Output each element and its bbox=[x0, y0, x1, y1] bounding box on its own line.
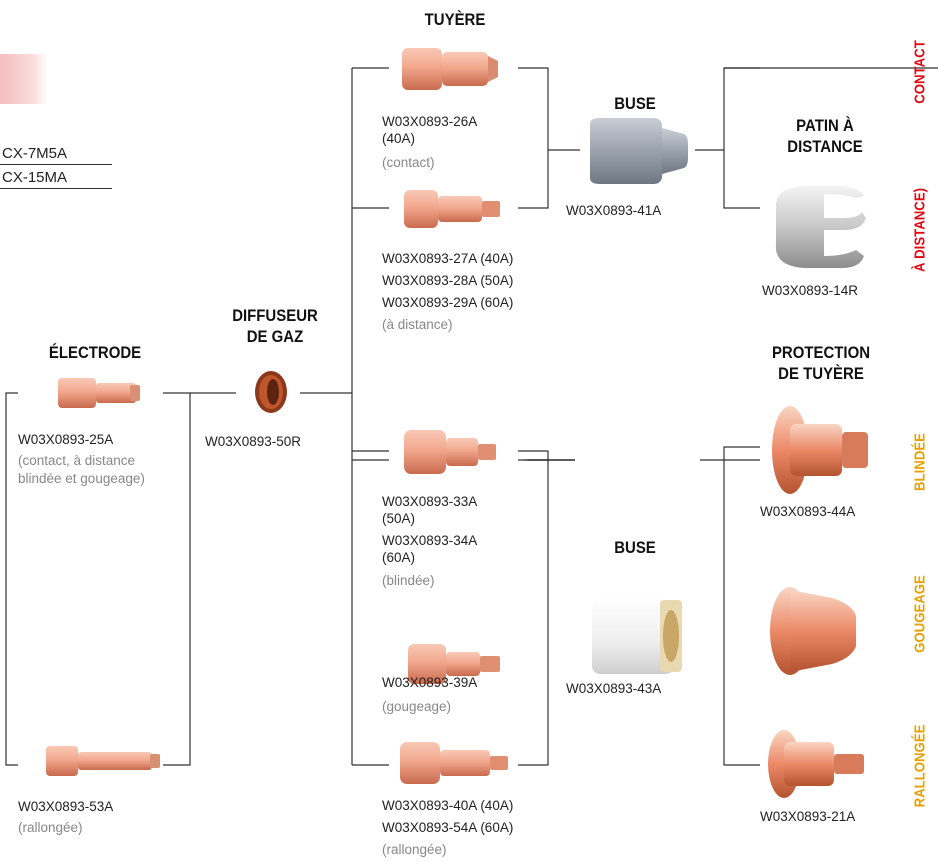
tip-contact-image bbox=[396, 44, 506, 94]
heading-shield-line2: DE TUYÈRE bbox=[755, 364, 887, 384]
heading-nozzle-top: BUSE bbox=[569, 94, 701, 114]
note-electrode-std-2: blindée et gougeage) bbox=[18, 470, 145, 487]
note-tip-gouging: (gougeage) bbox=[382, 698, 451, 715]
shield-extended-image bbox=[762, 726, 874, 802]
pn-tip-extended-1: W03X0893-40A (40A) bbox=[382, 797, 513, 814]
pn-tip-shielded-2: (50A) bbox=[382, 510, 415, 527]
side-label-contact: CONTACT bbox=[912, 40, 929, 104]
pn-tip-shielded-4: (60A) bbox=[382, 549, 415, 566]
pn-nozzle-bottom: W03X0893-43A bbox=[566, 680, 661, 697]
pn-tip-standoff-1: W03X0893-27A (40A) bbox=[382, 250, 513, 267]
pn-electrode-ext: W03X0893-53A bbox=[18, 798, 113, 815]
pn-tip-standoff-2: W03X0893-28A (50A) bbox=[382, 272, 513, 289]
shield-shielded-image bbox=[764, 402, 876, 498]
pn-electrode-std: W03X0893-25A bbox=[18, 431, 113, 448]
side-label-gouging: GOUGEAGE bbox=[912, 575, 929, 653]
electrode-ext-image bbox=[40, 740, 170, 782]
standoff-guide-image bbox=[764, 178, 874, 274]
model-label-1: CX-7M5A bbox=[0, 144, 112, 165]
side-label-shielded: BLINDÉE bbox=[912, 433, 929, 491]
heading-diffuser-line2: DE GAZ bbox=[209, 327, 341, 347]
pn-shield-shielded: W03X0893-44A bbox=[760, 503, 855, 520]
electrode-bracket-right bbox=[163, 393, 190, 765]
tip-shielded-spacer bbox=[400, 442, 510, 482]
note-tip-contact: (contact) bbox=[382, 154, 435, 171]
pn-standoff-guide: W03X0893-14R bbox=[762, 282, 858, 299]
heading-nozzle-bottom: BUSE bbox=[569, 538, 701, 558]
pn-tip-shielded-3: W03X0893-34A bbox=[382, 532, 477, 549]
heading-electrode: ÉLECTRODE bbox=[29, 343, 161, 363]
nozzle-top-image bbox=[584, 114, 694, 188]
tip-standoff-image bbox=[396, 186, 506, 232]
nozzle-bottom-image bbox=[584, 594, 696, 678]
heading-diffuser-line1: DIFFUSEUR bbox=[209, 306, 341, 326]
side-label-standoff: À DISTANCE) bbox=[912, 188, 929, 272]
pn-tip-standoff-3: W03X0893-29A (60A) bbox=[382, 294, 513, 311]
model-label-2: CX-15MA bbox=[0, 168, 112, 189]
pn-shield-extended: W03X0893-21A bbox=[760, 808, 855, 825]
heading-standoff-line2: DISTANCE bbox=[759, 137, 891, 157]
pn-tip-extended-2: W03X0893-54A (60A) bbox=[382, 819, 513, 836]
shield-gouging-image bbox=[762, 582, 874, 680]
pn-diffuser: W03X0893-50R bbox=[205, 433, 301, 450]
note-tip-shielded: (blindée) bbox=[382, 572, 435, 589]
heading-tip: TUYÈRE bbox=[389, 10, 521, 30]
note-electrode-ext: (rallongée) bbox=[18, 819, 83, 836]
note-tip-extended: (rallongée) bbox=[382, 841, 447, 858]
pn-tip-shielded-1: W03X0893-33A bbox=[382, 493, 477, 510]
pn-tip-gouging: W03X0893-39A bbox=[382, 674, 477, 691]
pn-tip-contact-1: W03X0893-26A bbox=[382, 113, 477, 130]
electrode-bracket-left bbox=[6, 393, 18, 765]
pn-nozzle-top: W03X0893-41A bbox=[566, 202, 661, 219]
side-label-extended: RALLONGÉE bbox=[912, 725, 929, 808]
pn-tip-contact-2: (40A) bbox=[382, 130, 415, 147]
note-tip-standoff: (à distance) bbox=[382, 316, 453, 333]
tip-extended-image bbox=[394, 738, 514, 788]
accent-box bbox=[0, 54, 48, 104]
diffuser-image bbox=[246, 366, 296, 418]
electrode-std-image bbox=[30, 372, 160, 414]
note-electrode-std-1: (contact, à distance bbox=[18, 452, 135, 469]
heading-standoff-line1: PATIN À bbox=[759, 116, 891, 136]
heading-shield-line1: PROTECTION bbox=[755, 343, 887, 363]
